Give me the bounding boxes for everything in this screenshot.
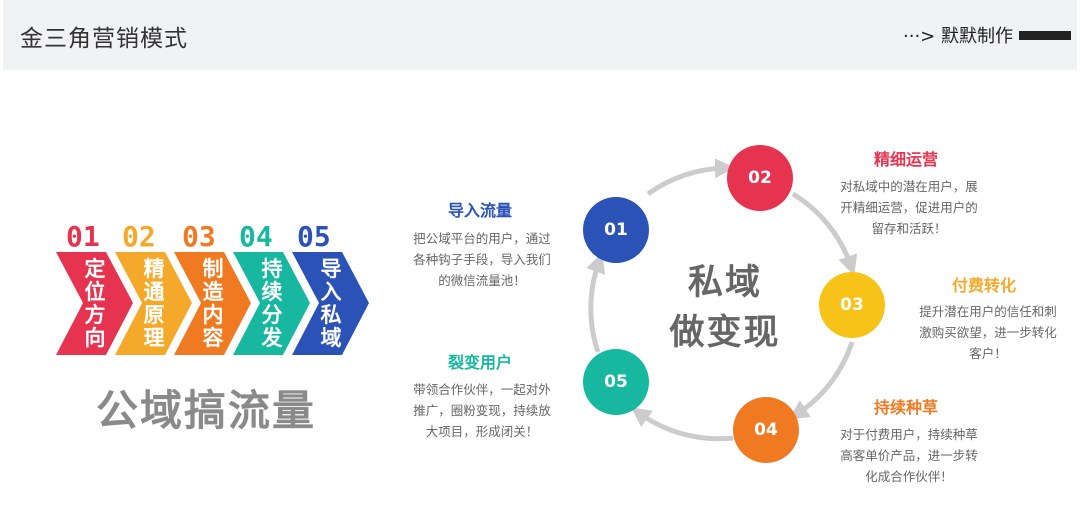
cycle-center-line1: 私域 — [687, 263, 762, 303]
step-desc-01-line: 把公域平台的用户，通过 — [413, 231, 551, 246]
chevron-text-05: 导入私域 — [320, 257, 342, 350]
chevron-03 — [174, 252, 251, 355]
step-desc-01-line: 的微信流量池！ — [438, 273, 526, 288]
step-desc-05-line: 带领合作伙伴，一起对外 — [413, 382, 551, 397]
step-desc-04: 对于付费用户，持续种草 高客单价产品，进一步转 化成合作伙伴！ — [829, 424, 989, 487]
step-number-05: 05 — [297, 220, 331, 253]
step-number-04: 04 — [239, 220, 273, 253]
chevron-01 — [56, 252, 133, 355]
chevron-text-02: 精通原理 — [143, 257, 165, 350]
cycle-arc-02-03 — [791, 191, 858, 276]
step-desc-03-line: 提升潜在用户的信任和刺 — [919, 304, 1057, 319]
step-desc-04-line: 对于付费用户，持续种草 — [840, 427, 978, 442]
header-bar: 金三角营销模式 ···> 默默制作 — [3, 0, 1077, 70]
chevron-04 — [233, 252, 310, 355]
step-desc-05: 带领合作伙伴，一起对外 推广，圈粉变现，持续放 大项目，形成闭关！ — [402, 379, 562, 442]
chevron-text-03: 制造内容 — [202, 257, 224, 350]
step-desc-03-line: 客户！ — [969, 346, 1007, 361]
cycle-arc-03-04 — [788, 341, 855, 420]
step-desc-02-line: 开精细运营，促进用户的 — [840, 200, 978, 215]
author-label: ···> 默默制作 — [903, 26, 1013, 47]
step-desc-02: 对私域中的潜在用户，展 开精细运营，促进用户的 留存和活跃！ — [829, 176, 989, 239]
cycle-arc-01-02 — [646, 158, 735, 197]
step-number-02: 02 — [122, 220, 156, 253]
step-desc-02-line: 对私域中的潜在用户，展 — [840, 179, 978, 194]
step-title-05: 裂变用户 — [448, 353, 513, 372]
page-title: 金三角营销模式 — [20, 26, 188, 52]
step-desc-05-line: 大项目，形成闭关！ — [425, 424, 539, 439]
step-desc-03-line: 激购买欲望，进一步转化 — [919, 325, 1057, 340]
step-desc-03: 提升潜在用户的信任和刺 激购买欲望，进一步转化 客户！ — [907, 301, 1069, 364]
cycle-node-03: 03 — [819, 272, 885, 338]
step-title-03: 付费转化 — [952, 276, 1017, 295]
cycle-node-01: 01 — [583, 197, 649, 263]
step-desc-01-line: 各种钩子手段，导入我们 — [413, 252, 551, 267]
step-desc-05-line: 推广，圈粉变现，持续放 — [413, 403, 551, 418]
cycle-center-title: 私域 做变现 — [650, 258, 800, 358]
author-underline-bar — [1019, 31, 1071, 40]
cycle-node-05: 05 — [583, 349, 649, 415]
step-desc-04-line: 高客单价产品，进一步转 — [840, 448, 978, 463]
chevron-text-04: 持续分发 — [261, 257, 283, 350]
cycle-center-line2: 做变现 — [669, 313, 781, 353]
chevron-text-01: 定位方向 — [84, 257, 106, 350]
chevron-05 — [292, 252, 369, 355]
step-desc-02-line: 留存和活跃！ — [871, 221, 947, 236]
cycle-arc-04-05 — [630, 407, 734, 442]
cycle-node-02: 02 — [727, 145, 793, 211]
step-desc-04-line: 化成合作伙伴！ — [865, 469, 953, 484]
chevron-02 — [115, 252, 192, 355]
step-number-01: 01 — [66, 220, 100, 253]
public-domain-title: 公域搞流量 — [96, 386, 317, 435]
step-title-04: 持续种草 — [874, 398, 939, 417]
step-desc-01: 把公域平台的用户，通过 各种钩子手段，导入我们 的微信流量池！ — [402, 228, 562, 291]
step-number-03: 03 — [182, 220, 216, 253]
cycle-node-04: 04 — [733, 397, 799, 463]
step-title-02: 精细运营 — [874, 150, 939, 169]
step-title-01: 导入流量 — [448, 201, 513, 220]
cycle-arc-05-01 — [586, 252, 605, 353]
